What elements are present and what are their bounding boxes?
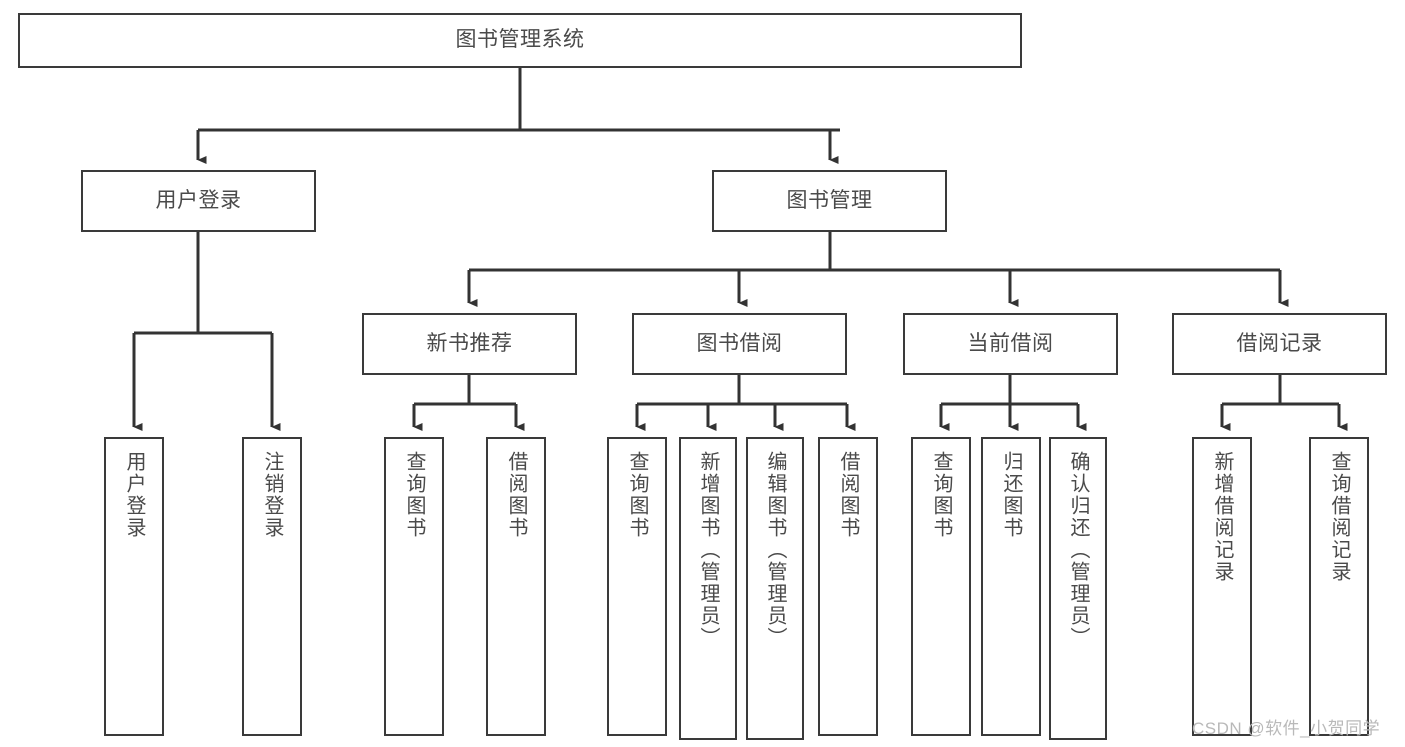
node-borrow-record[interactable]: 借阅记录: [1172, 313, 1387, 375]
node-leaf-add-book-admin[interactable]: 新增图书（管理员）: [679, 437, 737, 740]
node-new-book-recommend[interactable]: 新书推荐: [362, 313, 577, 375]
node-leaf-borrow-book-1[interactable]: 借阅图书: [486, 437, 546, 736]
node-root-system[interactable]: 图书管理系统: [18, 13, 1022, 68]
node-book-borrow-label: 图书借阅: [696, 331, 783, 355]
node-leaf-borrow-book-1-label: 借阅图书: [505, 451, 527, 539]
node-user-login[interactable]: 用户登录: [81, 170, 316, 232]
node-leaf-query-book-2[interactable]: 查询图书: [607, 437, 667, 736]
node-leaf-confirm-return-admin-label: 确认归还（管理员）: [1067, 451, 1089, 649]
edge-book-management-to-level3: [467, 232, 1289, 308]
node-leaf-borrow-book-2-label: 借阅图书: [837, 451, 859, 539]
edge-current-borrow-to-leaves: [939, 375, 1087, 432]
node-leaf-logout-label: 注销登录: [261, 451, 283, 539]
node-leaf-user-login-label: 用户登录: [123, 451, 145, 539]
edge-user-login-to-leaves: [132, 232, 281, 432]
edge-new-book-recommend-to-leaves: [412, 375, 525, 432]
node-user-login-label: 用户登录: [155, 188, 242, 212]
node-leaf-query-book-3-label: 查询图书: [930, 451, 952, 539]
edge-borrow-record-to-leaves: [1220, 375, 1348, 432]
node-book-management[interactable]: 图书管理: [712, 170, 947, 232]
node-leaf-return-book-label: 归还图书: [1000, 451, 1022, 539]
node-leaf-user-login[interactable]: 用户登录: [104, 437, 164, 736]
node-leaf-add-book-admin-label: 新增图书（管理员）: [697, 451, 719, 649]
node-leaf-borrow-book-2[interactable]: 借阅图书: [818, 437, 878, 736]
node-leaf-query-borrow-record[interactable]: 查询借阅记录: [1309, 437, 1369, 736]
node-current-borrow-label: 当前借阅: [967, 331, 1054, 355]
node-borrow-record-label: 借阅记录: [1236, 331, 1323, 355]
edge-book-borrow-to-leaves: [635, 375, 856, 432]
node-new-book-recommend-label: 新书推荐: [426, 331, 513, 355]
node-leaf-query-borrow-record-label: 查询借阅记录: [1328, 451, 1350, 583]
node-leaf-edit-book-admin[interactable]: 编辑图书（管理员）: [746, 437, 804, 740]
node-leaf-query-book-2-label: 查询图书: [626, 451, 648, 539]
node-leaf-add-borrow-record-label: 新增借阅记录: [1211, 451, 1233, 583]
node-leaf-query-book-1-label: 查询图书: [403, 451, 425, 539]
node-book-management-label: 图书管理: [786, 188, 873, 212]
node-leaf-edit-book-admin-label: 编辑图书（管理员）: [764, 451, 786, 649]
node-root-system-label: 图书管理系统: [455, 28, 585, 52]
node-leaf-return-book[interactable]: 归还图书: [981, 437, 1041, 736]
node-leaf-logout[interactable]: 注销登录: [242, 437, 302, 736]
node-leaf-add-borrow-record[interactable]: 新增借阅记录: [1192, 437, 1252, 736]
node-leaf-query-book-1[interactable]: 查询图书: [384, 437, 444, 736]
edge-root-to-level2: [196, 68, 840, 165]
node-book-borrow[interactable]: 图书借阅: [632, 313, 847, 375]
node-leaf-confirm-return-admin[interactable]: 确认归还（管理员）: [1049, 437, 1107, 740]
node-current-borrow[interactable]: 当前借阅: [903, 313, 1118, 375]
node-leaf-query-book-3[interactable]: 查询图书: [911, 437, 971, 736]
